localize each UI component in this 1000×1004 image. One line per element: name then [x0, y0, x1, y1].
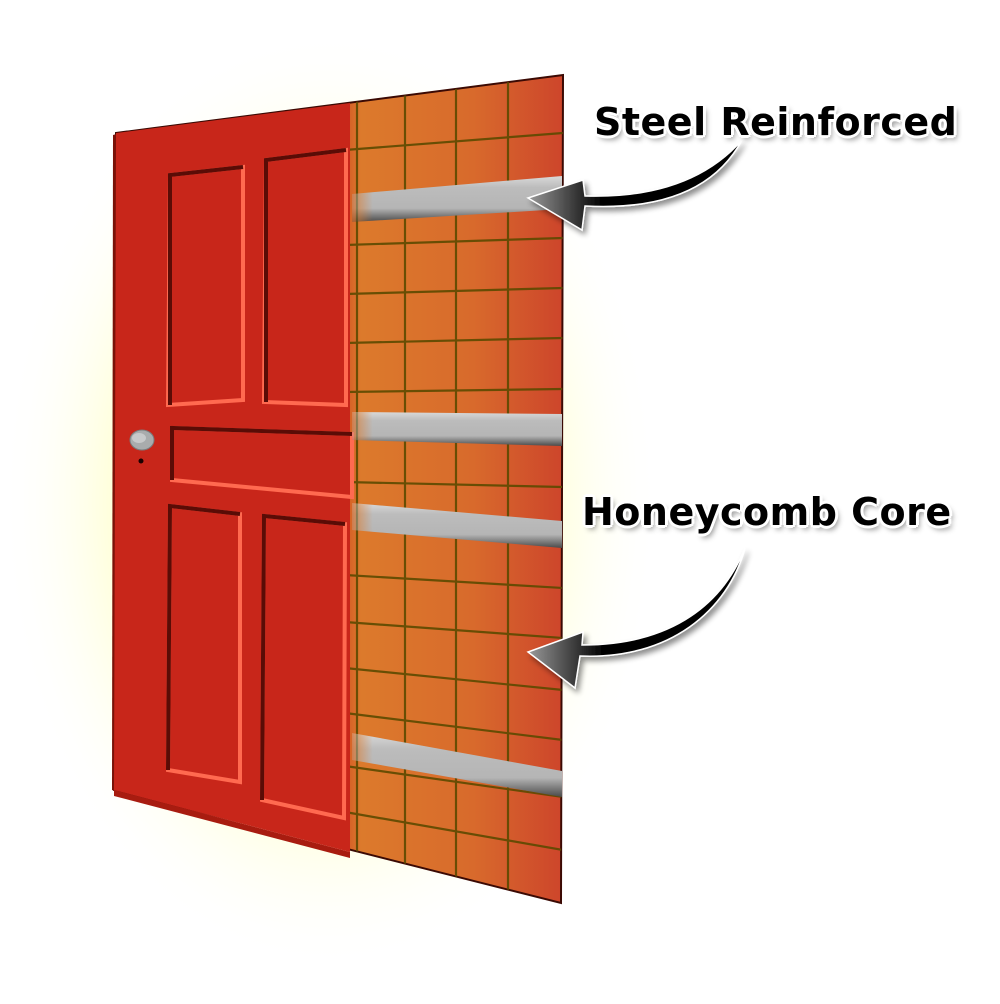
steel-bar-3: [352, 503, 562, 548]
steel-bar-1: [352, 176, 562, 222]
panel-lower-left: [165, 503, 242, 785]
steel-bars: [352, 176, 562, 797]
steel-bar-4: [352, 733, 562, 797]
arrow-steel-icon: [526, 139, 743, 232]
callout-honeycomb-core: Honeycomb Core: [582, 490, 952, 534]
steel-bar-2: [352, 412, 562, 446]
door-panels: [165, 147, 354, 821]
door-bottom-edge: [114, 790, 350, 858]
door: [112, 73, 565, 905]
panel-lower-right: [259, 513, 348, 821]
arrow-honeycomb-icon: [526, 547, 746, 690]
keyhole: [138, 458, 144, 464]
panel-upper-right: [261, 147, 348, 408]
callout-steel-reinforced: Steel Reinforced: [594, 100, 958, 144]
door-knob: [129, 429, 155, 464]
panel-upper-left: [165, 164, 245, 408]
